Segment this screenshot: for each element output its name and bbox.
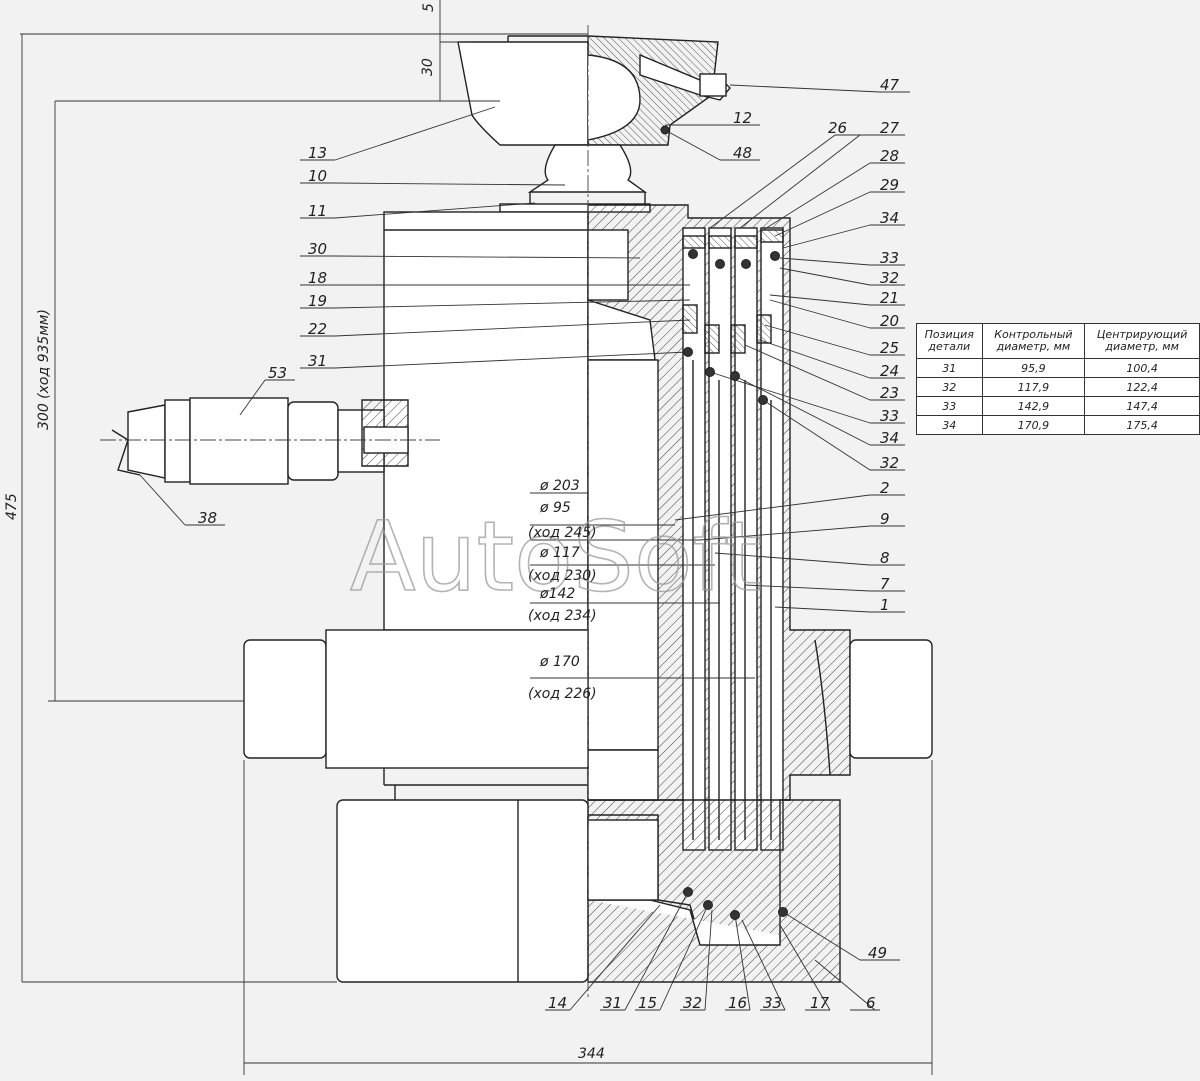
stroke-234: (ход 234)	[528, 608, 597, 624]
callout-26: 26	[828, 119, 847, 137]
watermark: AutoSoft	[350, 501, 762, 613]
callout-32-upper: 32	[880, 269, 899, 287]
callout-18: 18	[308, 269, 327, 287]
callout-32-mid: 32	[880, 454, 899, 472]
callout-15: 15	[638, 994, 657, 1012]
callout-23: 23	[880, 384, 899, 402]
cup-head	[457, 41, 589, 146]
dim-5: 5	[421, 3, 437, 12]
callout-16: 16	[728, 994, 747, 1012]
callout-38: 38	[198, 509, 217, 527]
callout-33-bottom: 33	[763, 994, 782, 1012]
table-cell: 34	[916, 415, 983, 435]
table-header-cell: Контрольный диаметр, мм	[981, 323, 1086, 359]
dim-475: 475	[4, 493, 20, 520]
callout-29: 29	[880, 176, 899, 194]
dia-170: ø 170	[539, 654, 580, 670]
callout-11: 11	[308, 202, 327, 220]
callout-22: 22	[308, 320, 327, 338]
stroke-230: (ход 230)	[528, 568, 597, 584]
callout-48: 48	[733, 144, 752, 162]
stroke-245: (ход 245)	[528, 525, 597, 541]
callout-8: 8	[880, 549, 890, 567]
callout-49: 49	[868, 944, 887, 962]
dia-95: ø 95	[539, 500, 571, 516]
dia-203: ø 203	[539, 478, 580, 494]
callout-24: 24	[880, 362, 899, 380]
trunnion-pin-right	[849, 639, 933, 759]
outer-cylinder	[383, 211, 589, 631]
callout-2: 2	[880, 479, 890, 497]
callout-1: 1	[880, 596, 890, 614]
table-cell: 32	[916, 377, 983, 397]
dim-300: 300 (ход 935мм)	[36, 309, 52, 430]
callout-28: 28	[880, 147, 899, 165]
callout-13: 13	[308, 144, 327, 162]
table-header-cell: Позиция детали	[916, 323, 983, 359]
callout-19: 19	[308, 292, 327, 310]
callout-6: 6	[866, 994, 876, 1012]
table-row: 33 142,9 147,4	[916, 396, 1200, 416]
callout-25: 25	[880, 339, 899, 357]
table-header-row: Позиция детали Контрольный диаметр, мм Ц…	[916, 323, 1200, 359]
callout-12: 12	[733, 109, 752, 127]
seal-diameter-table: Позиция детали Контрольный диаметр, мм Ц…	[916, 323, 1200, 435]
table-cell: 122,4	[1084, 377, 1200, 397]
table-cell: 33	[916, 396, 983, 416]
callout-34-upper: 34	[880, 209, 899, 227]
callout-53: 53	[268, 364, 287, 382]
callout-20: 20	[880, 312, 899, 330]
callout-9: 9	[880, 510, 890, 528]
table-cell: 142,9	[981, 396, 1086, 416]
dim-30: 30	[420, 58, 436, 76]
hose-fitting	[127, 404, 166, 479]
callout-31-left: 31	[308, 352, 327, 370]
callout-47: 47	[880, 76, 900, 94]
callout-33-upper: 33	[880, 249, 899, 267]
callout-27: 27	[880, 119, 900, 137]
callout-31-bottom: 31	[603, 994, 622, 1012]
table-cell: 147,4	[1084, 396, 1200, 416]
table-header-cell: Центрирующий диаметр, мм	[1084, 323, 1200, 359]
table-cell: 117,9	[981, 377, 1086, 397]
dia-142: ø142	[539, 586, 575, 602]
table-cell: 31	[916, 358, 983, 378]
callout-10: 10	[308, 167, 327, 185]
callout-33-mid: 33	[880, 407, 899, 425]
table-row: 32 117,9 122,4	[916, 377, 1200, 397]
trunnion-body	[325, 629, 589, 769]
callout-7: 7	[880, 575, 890, 593]
table-row: 31 95,9 100,4	[916, 358, 1200, 378]
table-row: 34 170,9 175,4	[916, 415, 1200, 435]
callout-21: 21	[880, 289, 899, 307]
table-cell: 95,9	[981, 358, 1086, 378]
callout-34-mid: 34	[880, 429, 899, 447]
callout-32-bottom: 32	[683, 994, 702, 1012]
dim-344: 344	[578, 1046, 605, 1062]
table-cell: 175,4	[1084, 415, 1200, 435]
base-block	[336, 799, 589, 983]
callout-17: 17	[810, 994, 830, 1012]
table-cell: 100,4	[1084, 358, 1200, 378]
dia-117: ø 117	[539, 545, 580, 561]
callout-30: 30	[308, 240, 327, 258]
stroke-226: (ход 226)	[528, 686, 597, 702]
trunnion-pin-left	[243, 639, 327, 759]
table-cell: 170,9	[981, 415, 1086, 435]
callout-14: 14	[548, 994, 567, 1012]
